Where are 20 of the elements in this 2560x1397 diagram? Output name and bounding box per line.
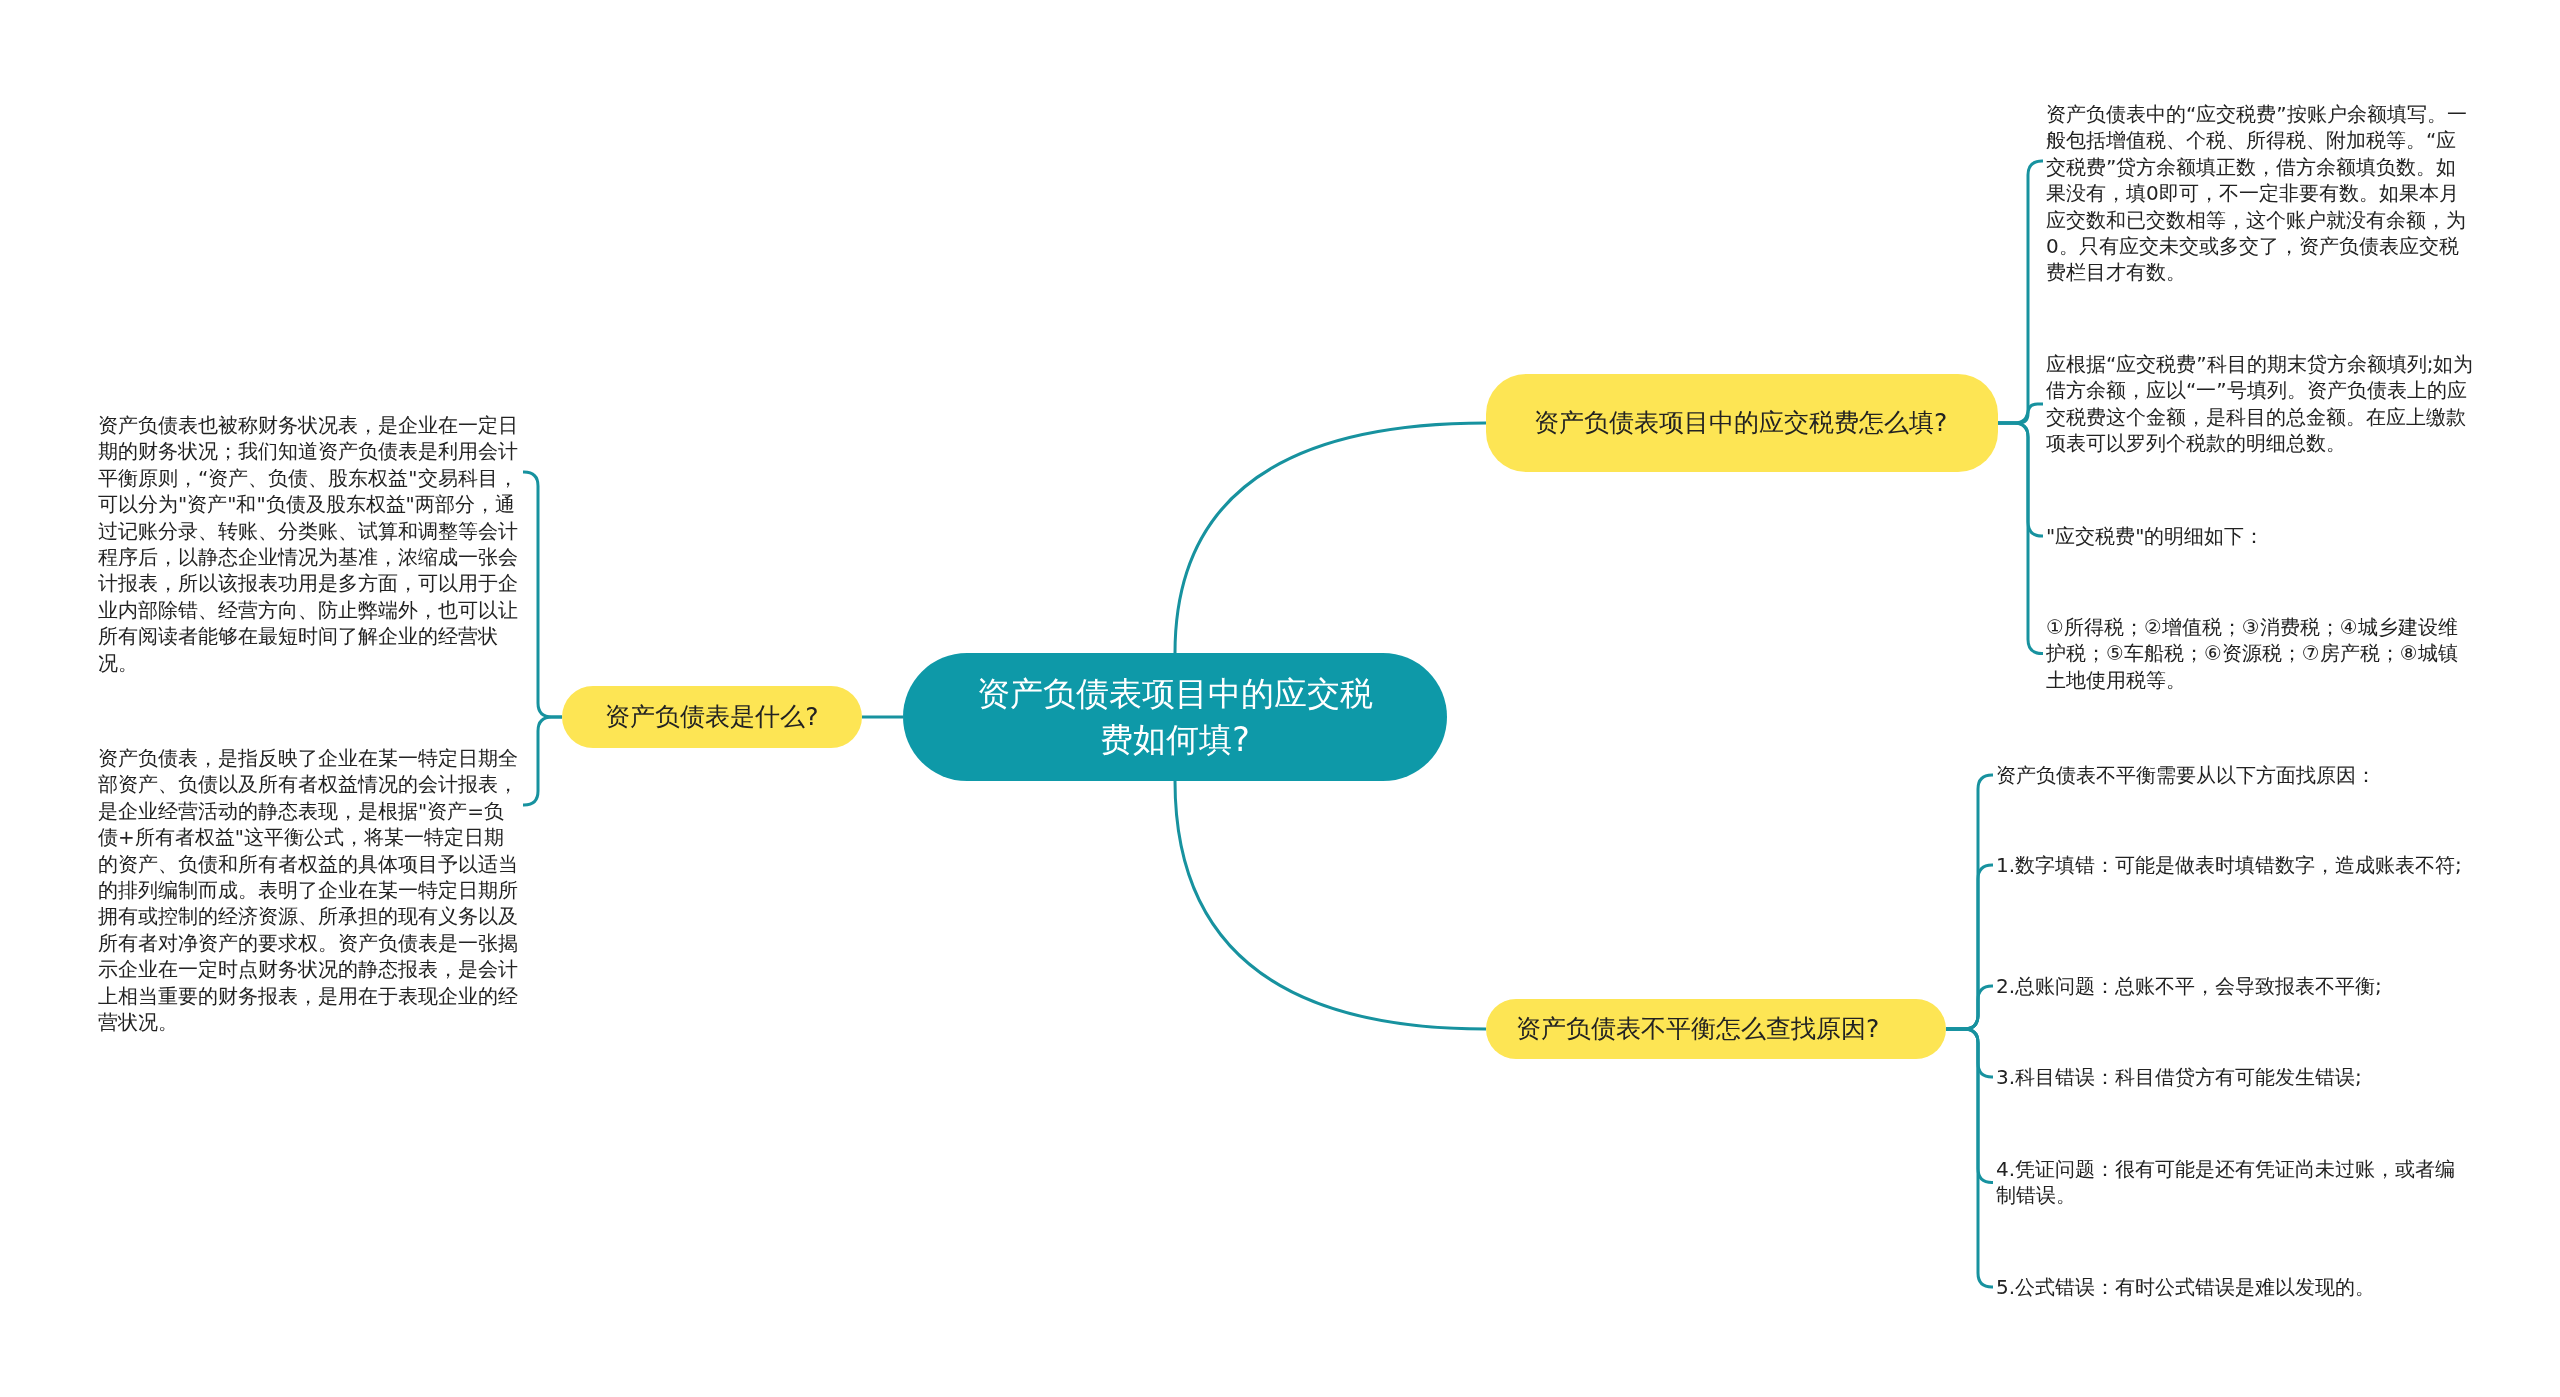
note-text: 5.公式错误：有时公式错误是难以发现的。 [1996, 1274, 2466, 1301]
note-text: "应交税费"的明细如下： [2046, 523, 2474, 550]
note-text: 资产负债表不平衡需要从以下方面找原因： [1996, 762, 2466, 789]
note-text: 1.数字填错：可能是做表时填错数字，造成账表不符; [1996, 852, 2466, 879]
note-text: 2.总账问题：总账不平，会导致报表不平衡; [1996, 973, 2466, 1000]
note-text: 4.凭证问题：很有可能是还有凭证尚未过账，或者编制错误。 [1996, 1156, 2466, 1209]
connector-line [862, 715, 903, 719]
connector-line [1998, 421, 2044, 655]
topic-pill: 资产负债表是什么? [562, 686, 862, 748]
note-text: 资产负债表，是指反映了企业在某一特定日期全部资产、负债以及所有者权益情况的会计报表，是企业经营活动的静态表现，是根据"资产=负债+所有者权益"这平衡公式，将某一特定日期的资产、负债和所有者权益的具体项目予以适当的排列编制而成。表明了企业在某一特定日期所拥有或控制的经济资源、所承担的现有义务以及所有者对净资产的要求权。资产负债表是一张揭示企业在一定时点财务状况的静态报表，是会计上相当重要的财务报表，是用在于表现企业的经营状况。 [98, 745, 520, 1036]
central-topic: 资产负债表项目中的应交税费如何填? [903, 653, 1447, 781]
note-text: 资产负债表中的“应交税费”按账户余额填写。一般包括增值税、个税、所得税、附加税等。“应交税费”贷方余额填正数，借方余额填负数。如果没有，填0即可，不一定非要有数。如果本月应交数和已交数相等，这个账户就没有余额，为0。只有应交未交或多交了，资产负债表应交税费栏目才有数。 [2046, 101, 2474, 286]
note-text: ①所得税；②增值税；③消费税；④城乡建设维护税；⑤车船税；⑥资源税；⑦房产税；⑧城镇土地使用税等。 [2046, 614, 2474, 694]
note-text: 资产负债表也被称财务状况表，是企业在一定日期的财务状况；我们知道资产负债表是利用会计平衡原则，“资产、负债、股东权益"交易科目，可以分为"资产"和"负债及股东权益"两部分，通过记账分录、转账、分类账、试算和调整等会计程序后，以静态企业情况为基准，浓缩成一张会计报表，所以该报表功用是多方面，可以用于企业内部除错、经营方向、防止弊端外，也可以让所有阅读者能够在最短时间了解企业的经营状况。 [98, 412, 520, 676]
topic-pill: 资产负债表不平衡怎么查找原因? [1486, 999, 1946, 1059]
note-text: 3.科目错误：科目借贷方有可能发生错误; [1996, 1064, 2466, 1091]
connector-line [1173, 421, 1487, 654]
topic-pill: 资产负债表项目中的应交税费怎么填? [1486, 374, 1998, 472]
connector-line [1173, 780, 1487, 1031]
note-text: 应根据“应交税费”科目的期末贷方余额填列;如为借方余额，应以“一”号填列。资产负债表上的应交税费这个金额，是科目的总金额。在应上缴款项表可以罗列个税款的明细总数。 [2046, 351, 2474, 457]
